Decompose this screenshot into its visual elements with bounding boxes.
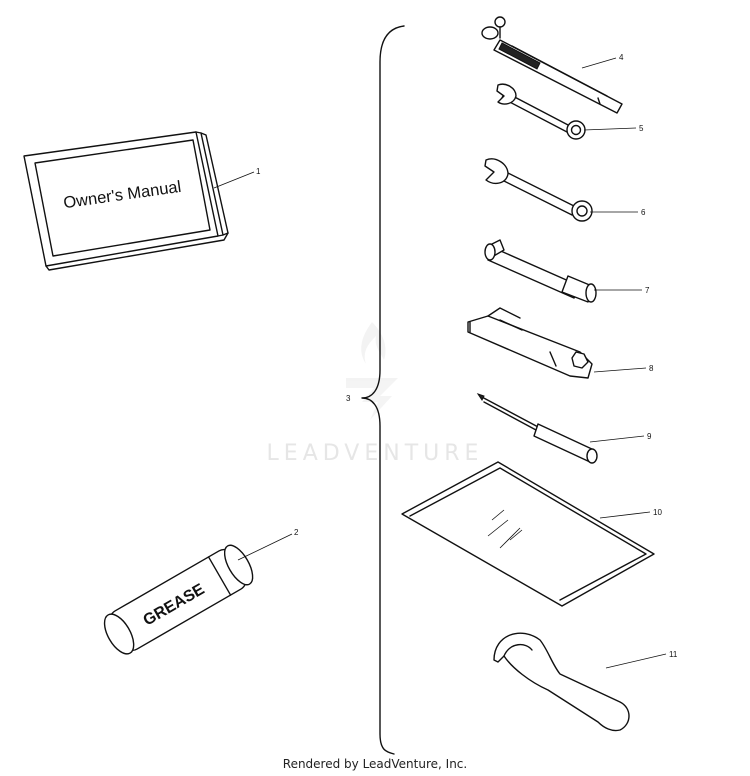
callout-7: 7	[645, 286, 650, 295]
socket-wrench-part	[484, 239, 597, 303]
hook-spanner-part	[493, 632, 630, 732]
callout-3: 3	[346, 394, 351, 403]
callout-10: 10	[653, 508, 662, 517]
callout-9: 9	[647, 432, 652, 441]
callout-11: 11	[669, 650, 678, 659]
footer-credit: Rendered by LeadVenture, Inc.	[282, 757, 468, 771]
manual-title: Owner's Manual	[62, 178, 182, 212]
screwdriver-part	[476, 393, 598, 464]
watermark-text: LEADVENTURE	[267, 441, 484, 466]
leadventure-logo-icon	[346, 322, 398, 420]
leader-lines	[213, 57, 667, 669]
grease-tube-part: GREASE	[103, 544, 254, 655]
callout-4: 4	[619, 53, 624, 62]
wrench-handle-part	[481, 16, 623, 114]
small-wrench-part	[496, 83, 586, 140]
callout-8: 8	[649, 364, 654, 373]
callout-1: 1	[256, 167, 261, 176]
callout-numbers: 1 2 3 4 5 6 7 8 9 10 11	[256, 53, 678, 659]
callout-5: 5	[639, 124, 644, 133]
callout-2: 2	[294, 528, 299, 537]
callout-6: 6	[641, 208, 646, 217]
spanner-tool-part	[467, 307, 593, 379]
owners-manual-part: Owner's Manual	[23, 131, 229, 271]
large-wrench-part	[484, 158, 593, 222]
watermark: LEADVENTURE	[267, 322, 484, 466]
parts-bag-part	[401, 461, 655, 607]
tool-kit-bracket	[361, 25, 405, 755]
